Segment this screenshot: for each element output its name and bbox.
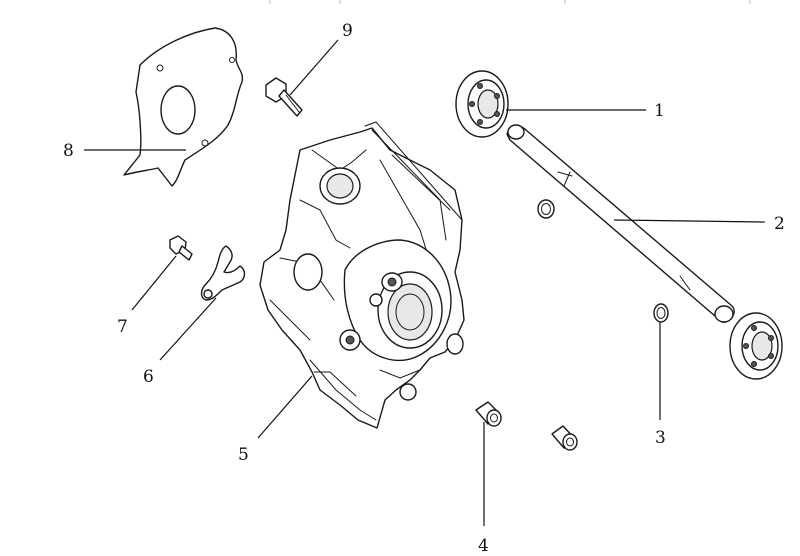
callout-7: 7 [117,317,128,337]
shift-fork-part [200,245,246,301]
bolt-part [169,235,193,261]
dowel-pin-part-left [475,401,502,427]
callout-3: 3 [655,428,666,448]
dowel-pin-part-right [551,425,578,451]
leader-5 [257,375,313,439]
callout-9: 9 [342,21,353,41]
callout-1: 1 [654,101,665,121]
bearing-part-upper [455,70,509,138]
leader-6 [159,297,217,361]
leader-7 [131,255,177,311]
frame-ticks [269,0,751,4]
flange-bolt-part [265,77,303,117]
gasket-plate-part [123,27,244,187]
callout-8: 8 [63,141,74,161]
leader-lines [84,39,766,526]
bearing-part-lower [729,312,783,380]
o-ring-part-lower [653,303,669,323]
shaft-part [506,124,735,323]
callout-4: 4 [478,536,489,556]
callout-5: 5 [238,445,249,465]
crankcase-part [259,121,465,429]
callout-6: 6 [143,367,154,387]
leader-9 [289,39,339,96]
callout-labels: 1 2 3 4 5 6 7 8 9 [63,21,785,556]
o-ring-part-upper [537,199,555,219]
callout-2: 2 [774,214,785,234]
leader-2 [613,219,766,223]
